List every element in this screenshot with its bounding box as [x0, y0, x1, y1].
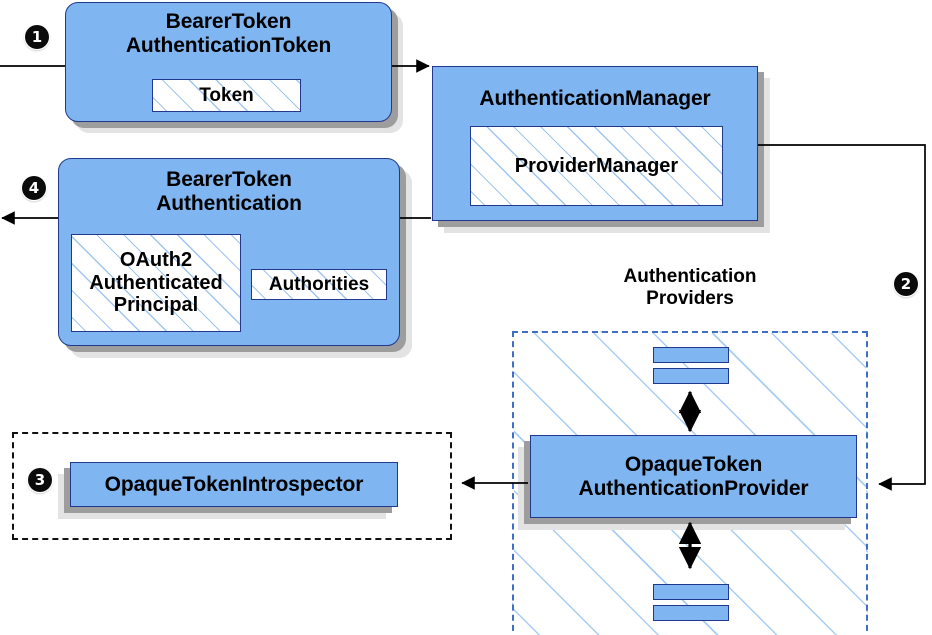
bearer-token-authentication-token-title: BearerToken AuthenticationToken [125, 10, 332, 57]
step-badge-4: 4 [22, 176, 46, 200]
inner-authorities-box: Authorities [251, 269, 387, 300]
opaque-token-introspector-title: OpaqueTokenIntrospector [104, 472, 364, 496]
inner-oauth2-authenticated-principal-box: OAuth2 Authenticated Principal [71, 234, 241, 332]
inner-provider-manager-box: ProviderManager [470, 126, 723, 206]
authentication-manager-title: AuthenticationManager [479, 87, 711, 110]
inner-token-box: Token [152, 79, 301, 112]
step-badge-2: 2 [894, 272, 918, 296]
bearer-token-authentication-title: BearerToken Authentication [156, 168, 302, 215]
provider-stub-bottom-bar-1 [653, 584, 729, 600]
provider-stub-bottom-bar-2 [653, 605, 729, 621]
step-badge-1: 1 [25, 25, 49, 49]
node-opaque-token-introspector[interactable]: OpaqueTokenIntrospector [70, 462, 398, 507]
node-opaque-token-authentication-provider[interactable]: OpaqueToken AuthenticationProvider [530, 435, 857, 518]
provider-stub-top-bar-2 [653, 368, 729, 384]
step-badge-3: 3 [28, 468, 52, 492]
authentication-providers-label: Authentication Providers [623, 266, 757, 309]
provider-stub-top-bar-1 [653, 347, 729, 363]
opaque-token-authentication-provider-title: OpaqueToken AuthenticationProvider [578, 452, 809, 500]
